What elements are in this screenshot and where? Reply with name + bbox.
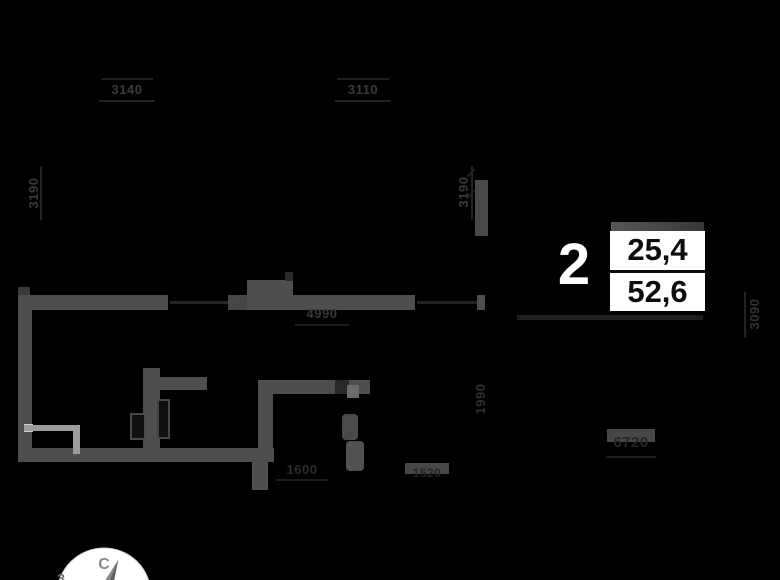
wall-left (18, 295, 32, 462)
window-right (417, 301, 477, 304)
window-left (170, 301, 228, 304)
wall-kitchen-divider (143, 368, 160, 448)
dimension-hall-width: 1600 (286, 462, 318, 477)
wall-bath-left (258, 394, 273, 448)
dim-tick-top-left-upper (101, 78, 153, 80)
wall-bottom (18, 448, 274, 462)
dim-line-top-right (335, 100, 391, 102)
wall-shaft-notch (285, 272, 293, 281)
balcony-edge-right (73, 425, 80, 454)
dimension-bath-height: 1990 (473, 383, 488, 415)
kitchen-counter (157, 399, 170, 439)
dim-line-top-left (99, 100, 155, 102)
dim-tick-top-right-upper (337, 78, 389, 80)
wall-bath-top-1 (258, 380, 335, 394)
rooms-count: 2 (557, 232, 591, 297)
compass-icon: С З (57, 547, 150, 580)
balcony-edge-top (24, 425, 80, 431)
dimension-left-side: 3190 (26, 177, 41, 209)
dim-line-living (295, 324, 349, 326)
info-box-divider (610, 269, 705, 273)
wall-corner-notch (18, 287, 30, 295)
wall-top-segment-2 (228, 295, 247, 310)
area-info-box: 25,4 52,6 (610, 231, 705, 311)
dim-line-left-side (40, 166, 42, 220)
dim-line-bottom-right (606, 456, 656, 458)
dimension-bottom-width: 6720 (613, 434, 649, 451)
dim-highlight-entry (405, 463, 449, 474)
dimension-living-width: 4990 (306, 306, 338, 321)
wall-top-segment-3 (247, 295, 415, 310)
dim-line-right-height (744, 292, 746, 338)
toilet (342, 414, 358, 440)
wall-top-bump (247, 280, 293, 297)
door-panel (347, 385, 359, 398)
dimension-entry-width: 1520 (412, 466, 442, 480)
bath-sink (346, 441, 364, 471)
wall-top-segment-1 (18, 295, 168, 310)
compass-north-label: С (98, 556, 110, 573)
kitchen-sink (130, 413, 146, 440)
wall-top-segment-4 (477, 295, 485, 310)
info-box-shadow (517, 315, 703, 320)
total-area-value: 52,6 (627, 273, 688, 309)
dim-line-hall (276, 479, 328, 481)
dimension-top-right: 3110 (347, 82, 379, 97)
dimension-right-height: 3090 (747, 298, 762, 330)
wall-bottom-stub (252, 448, 268, 490)
info-box-top-bar (611, 222, 704, 231)
wall-kitchen-top (160, 377, 207, 390)
door-bath (335, 380, 349, 394)
living-area-value: 25,4 (627, 232, 688, 268)
compass-west-label: З (57, 571, 65, 580)
dimension-top-left: 3140 (111, 82, 143, 97)
wall-upper-right (475, 180, 488, 236)
dim-highlight-bottom-right (607, 429, 655, 442)
